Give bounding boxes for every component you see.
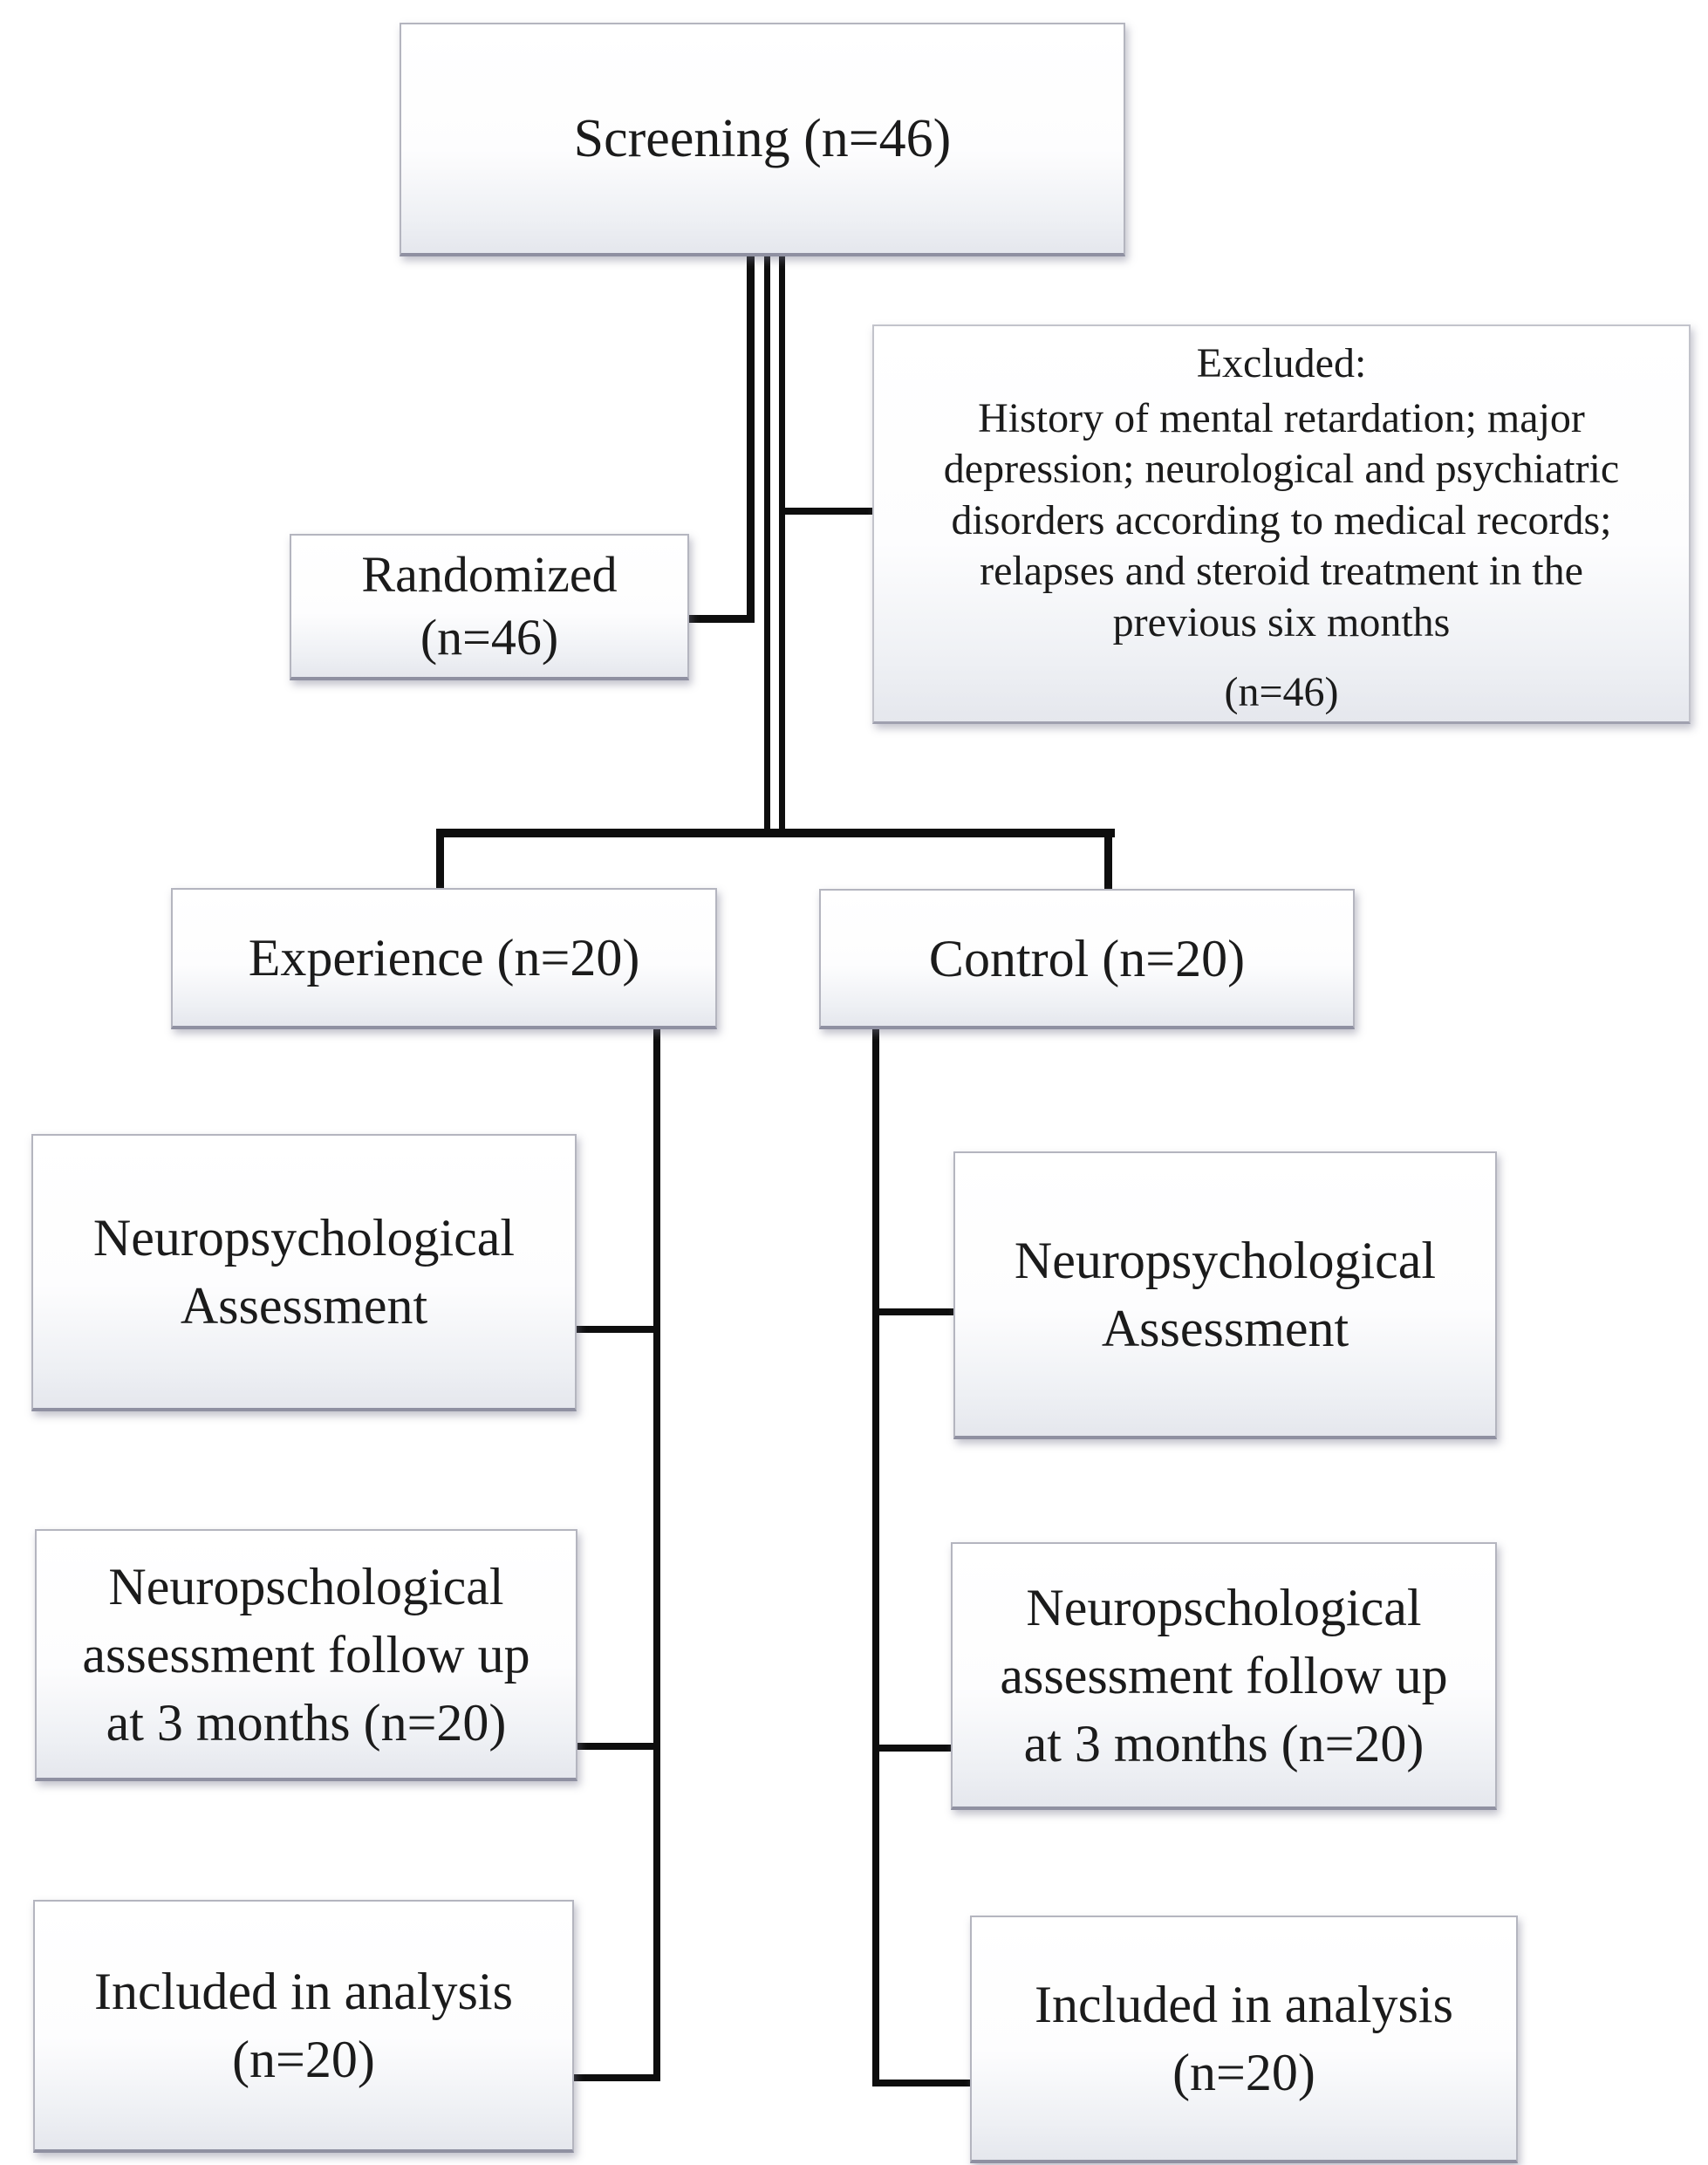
node-experience-followup: Neuropschological assessment follow up a… [35,1529,577,1781]
edge-experience-spine [653,1029,660,2081]
node-control-included: Included in analysis (n=20) [970,1916,1518,2163]
node-randomized-label: Randomized (n=46) [361,545,618,666]
node-control-included-label: Included in analysis (n=20) [1035,1976,1453,2101]
edge-screening-trunk-line-2 [764,256,770,837]
node-experience-assessment: Neuropsychological Assessment [31,1134,577,1411]
edge-control-to-included [872,2080,970,2086]
node-excluded-title: Excluded: [1196,340,1367,386]
node-control-followup: Neuropschological assessment follow up a… [951,1542,1497,1810]
node-experience-included-label: Included in analysis (n=20) [94,1963,513,2088]
edge-experience-to-included [574,2074,660,2081]
edge-trunk-to-randomized [688,615,755,623]
edge-experience-to-assessment [577,1326,653,1333]
node-screening: Screening (n=46) [400,23,1125,256]
edge-tbar-to-control [1104,829,1112,889]
edge-control-to-assessment [879,1308,953,1315]
edge-screening-to-excluded [782,508,872,515]
node-screening-label: Screening (n=46) [573,108,952,168]
node-control-followup-label: Neuropschological assessment follow up a… [1000,1578,1448,1772]
edge-screening-trunk-line-1 [747,256,755,623]
edge-experience-to-followup [577,1743,653,1750]
edge-screening-trunk-line-3 [779,256,785,837]
node-excluded-body: History of mental retardation; major dep… [943,394,1620,645]
node-control-label: Control (n=20) [928,929,1246,987]
node-experience-assessment-label: Neuropsychological Assessment [92,1209,516,1335]
node-control: Control (n=20) [819,889,1355,1029]
node-experience: Experience (n=20) [171,888,717,1029]
edge-branch-tbar [436,829,1115,837]
edge-control-spine [872,1029,879,2086]
node-experience-followup-label: Neuropschological assessment follow up a… [82,1557,530,1752]
node-excluded: Excluded: History of mental retardation;… [872,324,1691,724]
node-control-assessment-label: Neuropsychological Assessment [1014,1232,1437,1357]
node-experience-included: Included in analysis (n=20) [33,1900,574,2153]
node-experience-label: Experience (n=20) [248,929,640,987]
edge-tbar-to-experience [436,829,444,888]
node-randomized: Randomized (n=46) [290,534,689,680]
edge-control-to-followup [879,1745,951,1752]
node-control-assessment: Neuropsychological Assessment [953,1151,1497,1439]
node-excluded-count: (n=46) [1224,669,1339,716]
